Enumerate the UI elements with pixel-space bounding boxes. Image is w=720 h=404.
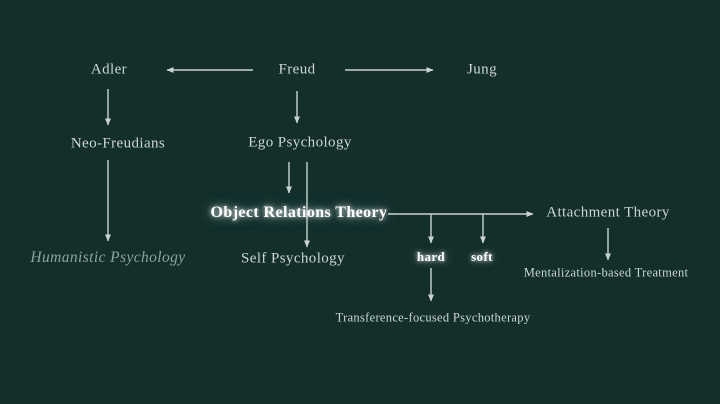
node-adler: Adler xyxy=(90,61,128,78)
node-soft: soft xyxy=(471,249,493,264)
node-mentalization-based-treatment: Mentalization-based Treatment xyxy=(523,265,689,280)
node-transference-focused-psychotherapy: Transference-focused Psychotherapy xyxy=(335,310,531,325)
node-attachment-theory: Attachment Theory xyxy=(546,204,670,221)
node-jung: Jung xyxy=(467,61,497,78)
node-humanistic-psychology: Humanistic Psychology xyxy=(30,249,186,266)
node-self-psychology: Self Psychology xyxy=(241,250,345,267)
node-object-relations-theory: Object Relations Theory xyxy=(210,204,388,221)
node-neo-freudians: Neo-Freudians xyxy=(70,135,166,152)
node-ego-psychology: Ego Psychology xyxy=(248,134,352,151)
node-hard: hard xyxy=(416,249,446,264)
node-freud: Freud xyxy=(278,61,316,78)
